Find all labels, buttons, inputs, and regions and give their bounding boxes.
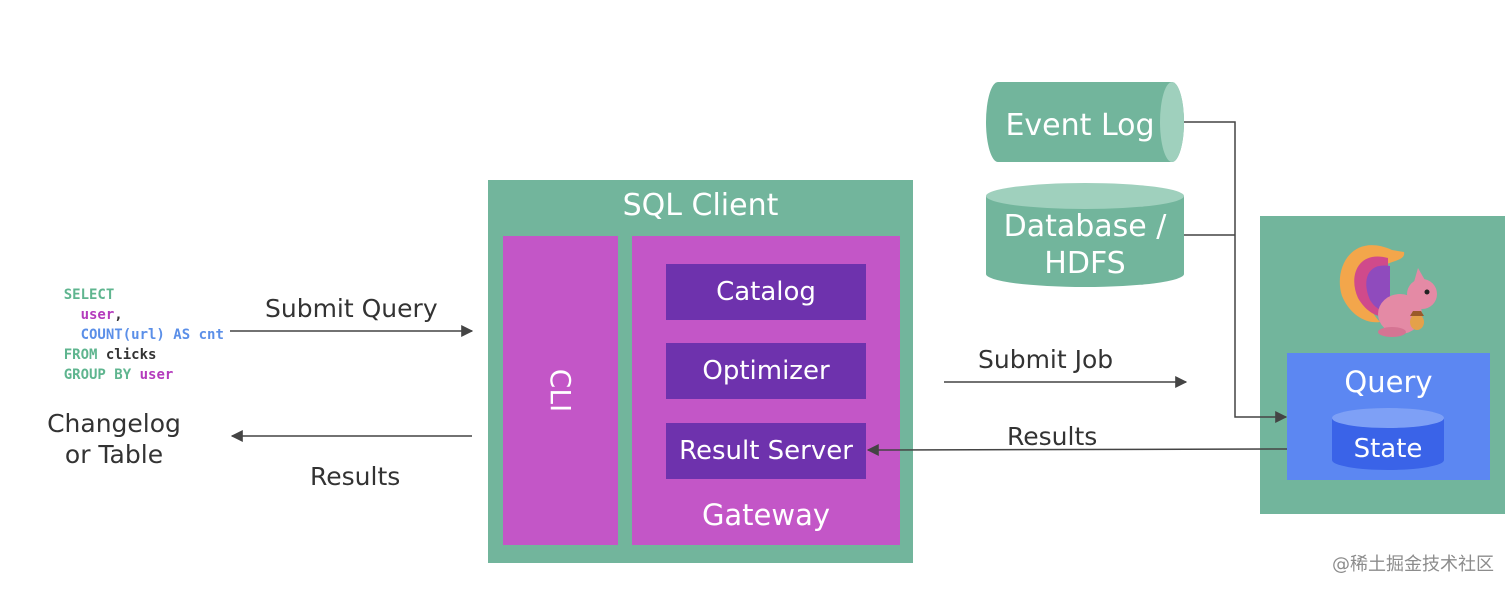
watermark: @稀土掘金技术社区 <box>1332 554 1494 575</box>
sql-line: user, <box>30 285 230 323</box>
sql-client-box: SQL Client CLI Catalog Optimizer Result … <box>488 180 913 563</box>
sql-code-block: SELECT user, COUNT(url) AS cnt FROM clic… <box>30 265 230 383</box>
sql-token: , <box>114 307 123 323</box>
database-cylinder <box>986 183 1184 287</box>
results-left-label: Results <box>310 462 401 491</box>
event-log-connector <box>1184 121 1288 423</box>
flink-squirrel-icon <box>1339 245 1437 337</box>
sql-line: COUNT(url) AS cnt <box>30 305 230 343</box>
database-label-line2: HDFS <box>1044 246 1125 281</box>
sql-line: FROM clicks <box>30 325 230 363</box>
changelog-label-line1: Changelog <box>47 409 181 438</box>
optimizer-box: Optimizer <box>666 343 866 399</box>
results-right-label: Results <box>1007 422 1098 451</box>
query-label: Query <box>1344 365 1433 399</box>
sql-client-title: SQL Client <box>622 188 779 223</box>
gateway-column: Catalog Optimizer Result Server Gateway <box>632 236 900 545</box>
sql-token: COUNT(url) AS cnt <box>80 327 224 343</box>
event-log-cylinder <box>986 82 1184 162</box>
sql-token: FROM <box>63 347 98 363</box>
sql-token: SELECT <box>63 287 115 303</box>
results-right-arrow <box>866 443 1288 456</box>
sql-token: GROUP BY <box>63 367 132 383</box>
event-log-label: Event Log <box>1005 108 1154 143</box>
state-label: State <box>1354 434 1423 464</box>
sql-line: SELECT <box>30 265 230 303</box>
database-label-line1: Database / <box>1004 209 1168 244</box>
result-server-box: Result Server <box>666 423 866 479</box>
submit-query-label: Submit Query <box>265 294 438 323</box>
state-cylinder <box>1332 408 1444 470</box>
catalog-box: Catalog <box>666 264 866 320</box>
gateway-label: Gateway <box>701 498 831 532</box>
submit-job-label: Submit Job <box>978 345 1114 374</box>
cli-column: CLI <box>503 236 618 545</box>
sql-line: GROUP BY user <box>30 345 230 383</box>
sql-token: user <box>80 307 115 323</box>
sql-token: user <box>139 367 174 383</box>
sql-token: clicks <box>97 347 157 363</box>
changelog-label-line2: or Table <box>64 440 164 469</box>
